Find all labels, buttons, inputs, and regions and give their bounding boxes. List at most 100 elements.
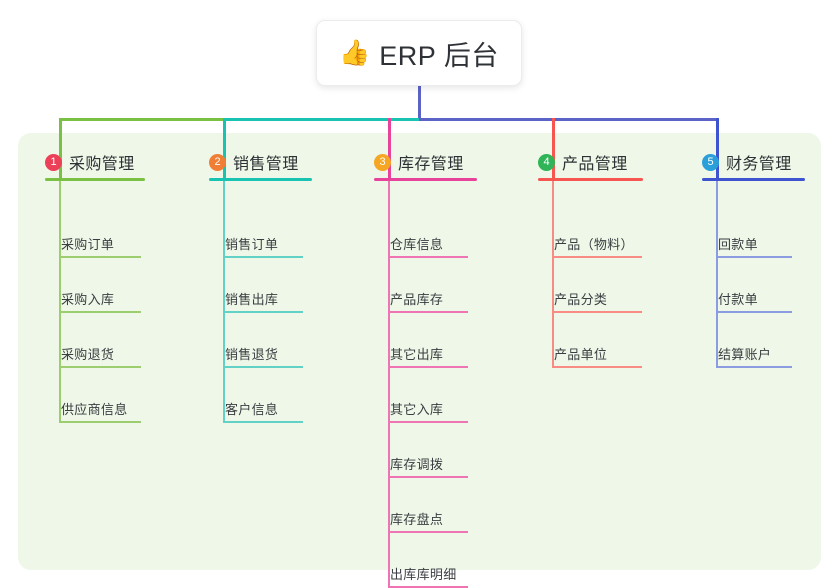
leaf-item-rule <box>718 311 792 313</box>
leaf-item[interactable]: 销售退货 <box>225 334 303 368</box>
leaf-item-label: 采购入库 <box>61 292 115 307</box>
leaf-item-rule <box>390 476 468 478</box>
branch-stem-2 <box>223 181 225 423</box>
leaf-item-label: 产品（物料） <box>554 237 634 252</box>
leaf-item-rule <box>225 421 303 423</box>
leaf-item[interactable]: 付款单 <box>718 279 792 313</box>
leaf-item-label: 结算账户 <box>718 347 772 362</box>
drop-connector-4 <box>552 118 555 178</box>
leaf-item-rule <box>61 421 141 423</box>
drop-connector-5 <box>716 118 719 178</box>
leaf-item[interactable]: 产品库存 <box>390 279 468 313</box>
leaf-item-rule <box>554 366 642 368</box>
branch-header-4[interactable]: 4 产品管理 <box>538 150 628 174</box>
leaf-item[interactable]: 销售订单 <box>225 224 303 258</box>
leaf-item[interactable]: 库存调拨 <box>390 444 468 478</box>
leaf-item-rule <box>554 256 642 258</box>
leaf-item[interactable]: 产品单位 <box>554 334 642 368</box>
leaf-item-rule <box>61 256 141 258</box>
leaf-item-label: 客户信息 <box>225 402 279 417</box>
bus-segment-mid <box>223 118 421 121</box>
leaf-item-label: 采购订单 <box>61 237 115 252</box>
branches-panel <box>18 133 821 570</box>
bus-segment-left <box>59 118 223 121</box>
drop-connector-2 <box>223 118 226 178</box>
leaf-item[interactable]: 库存盘点 <box>390 499 468 533</box>
drop-connector-1 <box>59 118 62 178</box>
leaf-item-label: 供应商信息 <box>61 402 128 417</box>
branch-stem-1 <box>59 181 61 423</box>
branch-column-2: 2 销售管理销售订单销售出库销售退货客户信息 <box>209 150 332 423</box>
branch-title-1: 采购管理 <box>69 156 135 173</box>
leaf-item-label: 其它入库 <box>390 402 444 417</box>
leaf-item-rule <box>718 256 792 258</box>
drop-connector-3 <box>388 118 391 178</box>
leaf-item[interactable]: 其它出库 <box>390 334 468 368</box>
branch-header-rule-1 <box>45 178 145 181</box>
leaf-item-rule <box>225 311 303 313</box>
leaf-item-label: 销售订单 <box>225 237 279 252</box>
leaf-item[interactable]: 产品（物料） <box>554 224 642 258</box>
branch-badge-2: 2 <box>209 153 226 171</box>
branch-title-3: 库存管理 <box>398 156 464 173</box>
leaf-item-rule <box>61 366 141 368</box>
leaf-item[interactable]: 其它入库 <box>390 389 468 423</box>
branch-header-1[interactable]: 1 采购管理 <box>45 150 135 174</box>
leaf-item-rule <box>225 256 303 258</box>
leaf-item-label: 其它出库 <box>390 347 444 362</box>
leaf-item[interactable]: 回款单 <box>718 224 792 258</box>
branch-header-rule-5 <box>702 178 805 181</box>
leaf-item[interactable]: 结算账户 <box>718 334 792 368</box>
branch-badge-3: 3 <box>374 153 391 171</box>
leaf-item[interactable]: 出库库明细 <box>390 554 468 588</box>
leaf-item-rule <box>718 366 792 368</box>
leaf-item-rule <box>554 311 642 313</box>
leaf-item[interactable]: 客户信息 <box>225 389 303 423</box>
leaf-item-label: 出库库明细 <box>390 567 457 582</box>
leaf-item-rule <box>390 311 468 313</box>
leaf-item-rule <box>390 366 468 368</box>
leaf-item[interactable]: 采购订单 <box>61 224 141 258</box>
leaf-item-rule <box>390 586 468 588</box>
leaf-item-label: 采购退货 <box>61 347 115 362</box>
bus-segment-right <box>419 118 719 121</box>
leaf-item[interactable]: 销售出库 <box>225 279 303 313</box>
root-trunk-connector <box>418 86 421 120</box>
branch-title-4: 产品管理 <box>562 156 628 173</box>
branch-header-2[interactable]: 2 销售管理 <box>209 150 299 174</box>
branch-stem-3 <box>388 181 390 588</box>
branch-header-rule-4 <box>538 178 643 181</box>
leaf-item-label: 付款单 <box>718 292 758 307</box>
leaf-item[interactable]: 采购入库 <box>61 279 141 313</box>
branch-stem-5 <box>716 181 718 368</box>
leaf-item-label: 产品库存 <box>390 292 444 307</box>
leaf-item-label: 仓库信息 <box>390 237 444 252</box>
root-node-title: ERP 后台 <box>379 40 499 71</box>
leaf-item-label: 回款单 <box>718 237 758 252</box>
root-node[interactable]: 👍 ERP 后台 <box>316 20 522 86</box>
branch-header-rule-3 <box>374 178 477 181</box>
root-node-content: 👍 ERP 后台 <box>339 34 499 73</box>
leaf-item[interactable]: 供应商信息 <box>61 389 141 423</box>
leaf-item-label: 销售退货 <box>225 347 279 362</box>
leaf-item-rule <box>61 311 141 313</box>
leaf-item[interactable]: 产品分类 <box>554 279 642 313</box>
branch-header-3[interactable]: 3 库存管理 <box>374 150 464 174</box>
branch-column-3: 3 库存管理仓库信息产品库存其它出库其它入库库存调拨库存盘点出库库明细 <box>374 150 497 588</box>
branch-title-5: 财务管理 <box>726 156 792 173</box>
branch-badge-4: 4 <box>538 153 555 171</box>
branch-badge-1: 1 <box>45 153 62 171</box>
leaf-item-rule <box>390 531 468 533</box>
branch-title-2: 销售管理 <box>233 156 299 173</box>
leaf-item-rule <box>225 366 303 368</box>
leaf-item[interactable]: 仓库信息 <box>390 224 468 258</box>
leaf-item-label: 库存调拨 <box>390 457 444 472</box>
leaf-item-rule <box>390 421 468 423</box>
leaf-item-label: 库存盘点 <box>390 512 444 527</box>
leaf-item-rule <box>390 256 468 258</box>
leaf-item[interactable]: 采购退货 <box>61 334 141 368</box>
branch-stem-4 <box>552 181 554 368</box>
